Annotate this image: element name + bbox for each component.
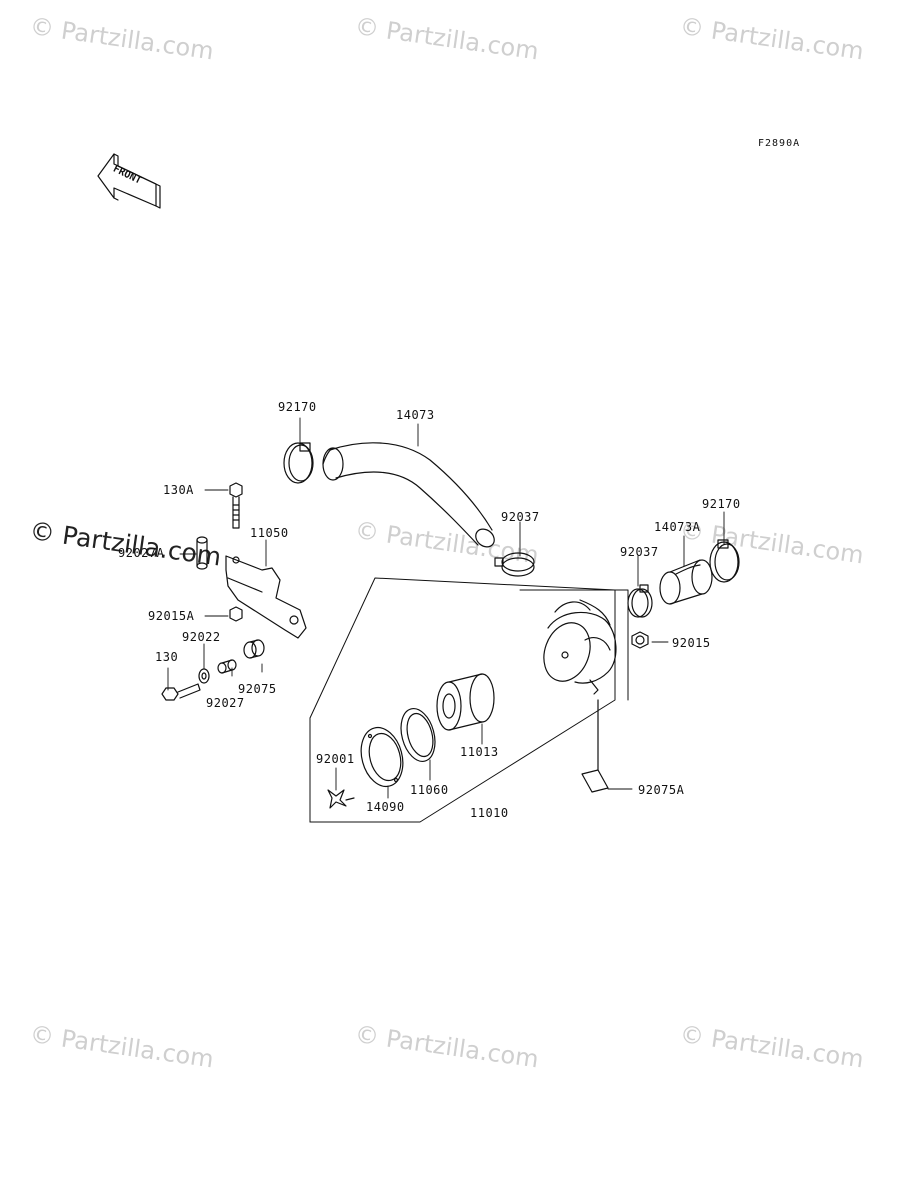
- cover-14090: [360, 726, 404, 788]
- gasket-11060: [400, 707, 436, 763]
- part-label-11010[interactable]: 11010: [470, 806, 509, 820]
- filter-element-11013: [436, 673, 495, 731]
- part-label-130a[interactable]: 130A: [163, 483, 194, 497]
- part-label-92075a[interactable]: 92075A: [638, 783, 685, 797]
- front-arrow-icon: FRONT: [97, 153, 161, 209]
- figure-code: F2890A: [758, 138, 801, 149]
- part-label-14073a[interactable]: 14073A: [654, 520, 701, 534]
- bolt-130: [161, 683, 201, 701]
- part-label-92015a[interactable]: 92015A: [148, 609, 195, 623]
- nut-92015a: [229, 606, 243, 622]
- part-label-92037-right[interactable]: 92037: [620, 545, 659, 559]
- part-label-92075[interactable]: 92075: [238, 682, 277, 696]
- pad-92075a: [581, 699, 609, 793]
- wing-nut-92001: [327, 789, 355, 809]
- clamp-92037-upper: [494, 552, 535, 577]
- collar-92027: [217, 659, 237, 674]
- hose-14073: [322, 442, 495, 548]
- part-label-130[interactable]: 130: [155, 650, 179, 664]
- part-label-11013[interactable]: 11013: [460, 745, 499, 759]
- part-label-14090[interactable]: 14090: [366, 800, 405, 814]
- part-label-92022[interactable]: 92022: [182, 630, 221, 644]
- part-label-92001[interactable]: 92001: [316, 752, 355, 766]
- part-label-14073[interactable]: 14073: [396, 408, 435, 422]
- grommet-92075: [243, 639, 265, 659]
- hose-14073a: [659, 559, 713, 605]
- clamp-92170-left: [283, 442, 314, 484]
- bracket-11050: [225, 555, 307, 639]
- nut-92015: [631, 631, 649, 649]
- clamp-92170-right: [709, 539, 740, 583]
- washer-92022: [198, 668, 210, 684]
- bolt-130a: [229, 482, 243, 529]
- part-label-92027a[interactable]: 92027A: [118, 546, 165, 560]
- part-label-92170-left[interactable]: 92170: [278, 400, 317, 414]
- part-label-11060[interactable]: 11060: [410, 783, 449, 797]
- collar-92027a: [196, 536, 208, 570]
- part-label-92037-upper[interactable]: 92037: [501, 510, 540, 524]
- part-label-92015[interactable]: 92015: [672, 636, 711, 650]
- part-label-92027[interactable]: 92027: [206, 696, 245, 710]
- part-label-92170-right[interactable]: 92170: [702, 497, 741, 511]
- air-cleaner-housing: [543, 599, 617, 695]
- part-label-11050[interactable]: 11050: [250, 526, 289, 540]
- clamp-92037-right: [627, 584, 653, 618]
